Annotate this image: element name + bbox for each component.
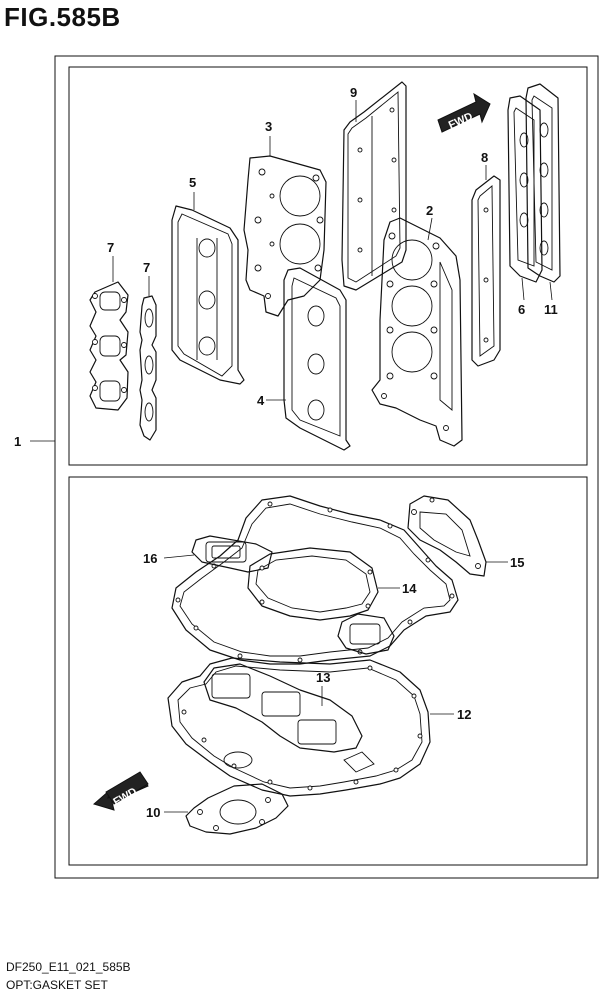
part-7-exhaust-gasket-right (139, 295, 157, 441)
lower-panel (68, 476, 588, 866)
callout-9: 9 (350, 85, 357, 100)
part-14-gasket (247, 547, 379, 621)
part-9-exhaust-cover-gasket (341, 81, 407, 291)
part-15-gasket (407, 495, 487, 577)
outer-frame (54, 55, 599, 879)
part-2-cylinder-head-gasket (371, 217, 463, 447)
part-4-rocker-cover-gasket (283, 267, 351, 451)
figure-title: FIG.585B (4, 2, 121, 32)
callout-14: 14 (402, 581, 417, 596)
part-13-gasket (203, 663, 363, 753)
part-5-rocker-cover-gasket (171, 205, 245, 385)
part-8-gasket (471, 175, 501, 367)
callout-7b: 7 (143, 260, 150, 275)
callout-16: 16 (143, 551, 157, 566)
callout-3: 3 (265, 119, 272, 134)
callout-11: 11 (544, 302, 558, 317)
callout-5: 5 (189, 175, 196, 190)
part-10-gasket (185, 783, 289, 835)
callout-6: 6 (518, 302, 525, 317)
callout-15: 15 (510, 555, 524, 570)
fwd-arrow-lower: FWD (92, 771, 149, 811)
part-11-gasket (525, 83, 561, 283)
part-6-gasket (507, 95, 543, 283)
fwd-arrow-upper: FWD (437, 92, 491, 133)
part-3-cylinder-head-gasket (243, 155, 327, 317)
callout-4: 4 (257, 393, 265, 408)
part-12-gasket (167, 657, 431, 797)
small-port-gasket (337, 613, 395, 655)
figure-name: OPT:GASKET SET (6, 978, 108, 992)
callout-2: 2 (426, 203, 433, 218)
model-code: DF250_E11_021_585B (6, 960, 131, 974)
callout-1: 1 (14, 434, 21, 449)
callout-8: 8 (481, 150, 488, 165)
oil-pan-gasket (171, 495, 459, 665)
callout-7a: 7 (107, 240, 114, 255)
part-7-exhaust-gasket-left (89, 281, 129, 411)
callout-12: 12 (457, 707, 471, 722)
upper-panel (68, 66, 588, 466)
callout-13: 13 (316, 670, 330, 685)
callout-10: 10 (146, 805, 160, 820)
